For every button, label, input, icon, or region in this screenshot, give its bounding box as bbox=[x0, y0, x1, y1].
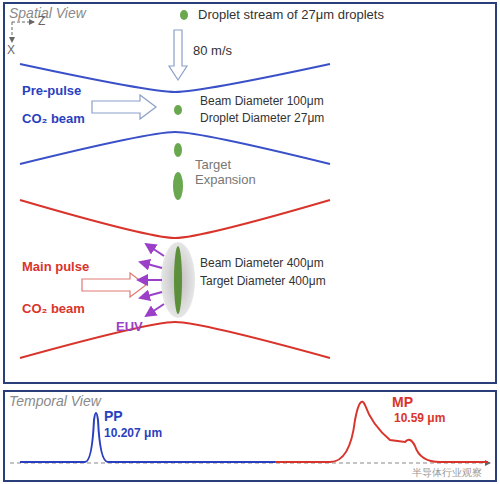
pulse-name: PP bbox=[104, 408, 123, 424]
axis-label: X bbox=[7, 44, 15, 58]
euv-arrows bbox=[138, 244, 164, 316]
stage-label: Target Expansion bbox=[195, 158, 265, 188]
wavelength: 10.207 μm bbox=[104, 427, 162, 441]
target bbox=[174, 246, 182, 314]
speed-label: 80 m/s bbox=[193, 44, 232, 59]
pre-pulse-beam bbox=[20, 64, 330, 164]
wavelength: 10.59 μm bbox=[394, 412, 445, 426]
droplet bbox=[173, 172, 183, 200]
plasma bbox=[161, 242, 195, 318]
panel-heading: Temporal View bbox=[9, 393, 101, 409]
dimension: Beam Diameter 100μm bbox=[200, 95, 324, 109]
dimension: Beam Diameter 400μm bbox=[200, 257, 324, 271]
beam-name: Pre-pulse bbox=[22, 84, 81, 99]
axis-arrows bbox=[12, 22, 34, 42]
spatial-panel: Spatial View bbox=[3, 2, 497, 384]
axis-label: Z bbox=[38, 15, 45, 29]
droplet bbox=[174, 105, 182, 115]
droplet bbox=[180, 10, 188, 20]
pre-pulse-arrow bbox=[92, 95, 156, 119]
euv-label: EUV bbox=[116, 320, 143, 335]
stream-label: Droplet stream of 27μm droplets bbox=[198, 8, 384, 23]
pp-pulse bbox=[20, 413, 275, 462]
beam-name: CO₂ beam bbox=[22, 112, 85, 127]
watermark: 半导体行业观察 bbox=[410, 467, 484, 479]
dimension: Target Diameter 400μm bbox=[200, 275, 326, 289]
main-pulse-beam bbox=[20, 200, 330, 358]
dimension: Droplet Diameter 27μm bbox=[200, 112, 324, 126]
fall-arrow bbox=[169, 30, 187, 80]
main-pulse-arrow bbox=[82, 273, 146, 297]
pulse-name: MP bbox=[392, 394, 413, 410]
panel-heading: Spatial View bbox=[9, 5, 86, 21]
beam-name: CO₂ beam bbox=[22, 302, 85, 317]
mp-pulse bbox=[275, 402, 488, 462]
droplet bbox=[174, 143, 182, 157]
beam-name: Main pulse bbox=[22, 260, 89, 275]
